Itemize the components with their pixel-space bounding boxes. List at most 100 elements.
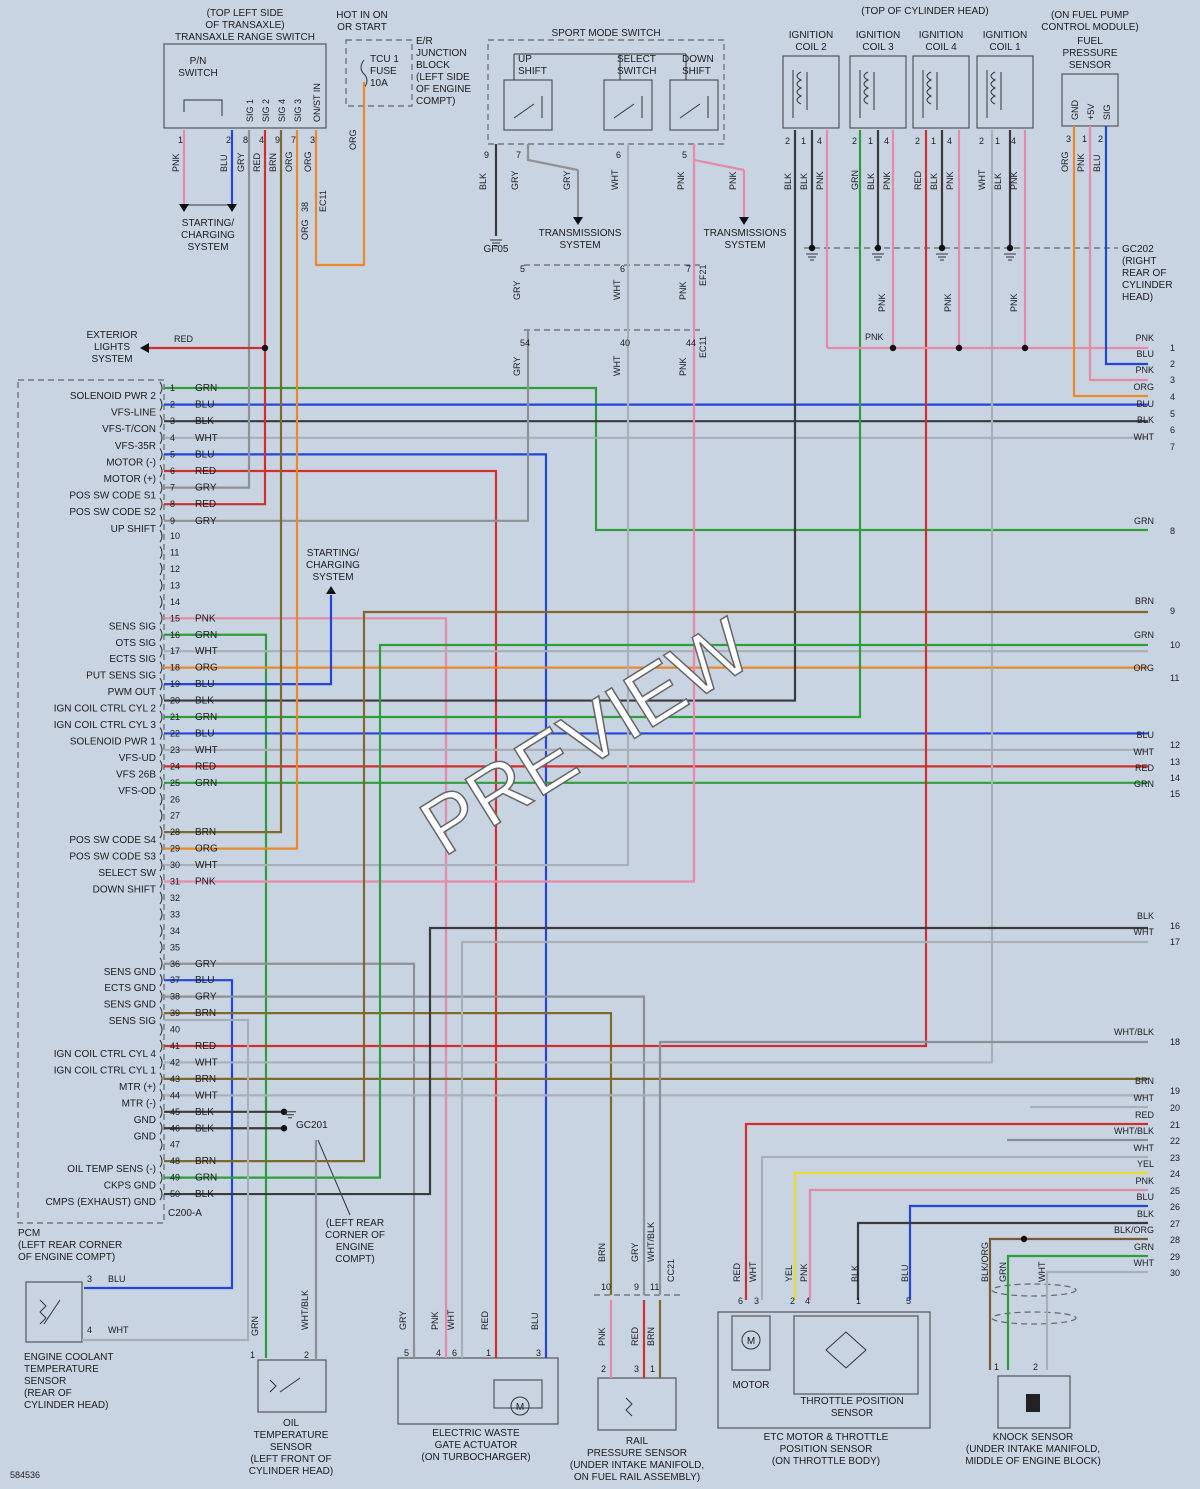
etc-wire-color: BLK [850, 1265, 860, 1282]
pin-bracket [159, 1105, 163, 1119]
knock-grn-wire [1006, 1254, 1148, 1370]
trs-pin-number: 9 [275, 135, 280, 145]
etc-pin: 5 [906, 1296, 911, 1306]
fps-pin-number: 1 [1082, 134, 1087, 144]
sport-pin-number: 5 [682, 150, 687, 160]
ef21-color: GRY [512, 281, 522, 300]
harness-wire-color: GRN [1134, 1242, 1154, 1252]
ots-wire-color: GRN [250, 1316, 260, 1336]
pcm-pin-number: 49 [170, 1173, 180, 1183]
fps-pin-name: GND [1070, 100, 1080, 121]
pcm-pin-color: RED [195, 466, 216, 477]
rps-box [597, 1377, 677, 1431]
pin-bracket [159, 562, 163, 576]
harness-wire-color: BLU [1136, 1192, 1154, 1202]
coil-pin-number: 4 [884, 136, 889, 146]
harness-pin-number: 12 [1170, 740, 1180, 750]
pcm-pin-name: VFS-OD [118, 786, 156, 797]
ects-box [25, 1281, 83, 1343]
pcm-outline [17, 379, 165, 1224]
pin-bracket [159, 973, 163, 987]
trs-signal-name: SIG 1 [245, 99, 255, 122]
pcm-pin-color: BLK [195, 1189, 214, 1200]
pcm-pin-color: WHT [195, 433, 218, 444]
coil-wire-color: WHT [977, 169, 987, 190]
rps-top-pin: 10 [601, 1282, 611, 1292]
junction-dot [261, 344, 269, 352]
pcm-pin-number: 4 [170, 433, 175, 443]
pcm-pin-name: CMPS (EXHAUST) GND [45, 1197, 156, 1208]
trs-org-label: ORG [300, 219, 310, 240]
pcm-pin-number: 6 [170, 466, 175, 476]
harness-wire-color: WHT [1134, 432, 1155, 442]
pcm-pin-name: ECTS SIG [109, 654, 156, 665]
pin-bracket [159, 710, 163, 724]
gf05-ground-icon [490, 239, 502, 247]
ots-wire-color-2: WHT/BLK [300, 1290, 310, 1330]
ground-icon [284, 1111, 296, 1119]
pin-bracket [159, 464, 163, 478]
knock-shield-icon [991, 1283, 1077, 1297]
junctions-layer [140, 204, 1029, 1243]
ewg-pin: 5 [404, 1348, 409, 1358]
pcm-title: PCM [18, 1228, 40, 1239]
pcm-pin-number: 35 [170, 942, 180, 952]
fps-wire-color: PNK [1076, 153, 1086, 172]
coil-pnk-label-v: PNK [943, 293, 953, 312]
exterior-arrow-icon [140, 343, 149, 353]
harness-pin-number: 14 [1170, 773, 1180, 783]
pcm-pin-name: MTR (+) [119, 1082, 156, 1093]
rps-top-color: GRY [630, 1243, 640, 1262]
pin-bracket [159, 809, 163, 822]
coil-pin-number: 4 [817, 136, 822, 146]
harness-wire-color: BLU [1136, 730, 1154, 740]
fps-wire-color: ORG [1060, 151, 1070, 172]
select-switch-box [603, 79, 653, 131]
pcm-pin-number: 9 [170, 516, 175, 526]
pcm-pin-number: 47 [170, 1140, 180, 1150]
coil-wire-color: RED [913, 170, 923, 190]
pcm-pin-color: BRN [195, 827, 216, 838]
harness-pin-number: 30 [1170, 1268, 1180, 1278]
gc201-label: GC201 [296, 1120, 328, 1131]
harness-wire-color: WHT [1134, 1143, 1155, 1153]
knock-box [997, 1375, 1071, 1429]
rps-bot-pin: 3 [634, 1364, 639, 1374]
pcm-pin-name: GND [134, 1115, 156, 1126]
junction-dot [874, 244, 882, 252]
pcm-pin-color: RED [195, 499, 216, 510]
ewg-wire-color: WHT [446, 1309, 456, 1330]
pcm-8-wire [164, 130, 267, 506]
sport-pin-number: 9 [484, 150, 489, 160]
pcm-pin-color: BLK [195, 1107, 214, 1118]
coils-location: (TOP OF CYLINDER HEAD) [861, 6, 988, 17]
pcm-pin-color: BLU [195, 975, 214, 986]
pin-bracket [159, 1121, 163, 1135]
switch-contact-icon [513, 96, 543, 119]
harness-wire-color: BRN [1135, 1076, 1154, 1086]
ects-wire-color: BLU [108, 1274, 126, 1284]
fps-blu-wire [1104, 126, 1148, 366]
fuse-icon [360, 59, 368, 89]
pcm-pin-color: ORG [195, 844, 218, 855]
pcm-50-wire [164, 926, 1148, 1196]
pin-bracket [159, 990, 163, 1003]
pcm-pin-color: WHT [195, 1090, 218, 1101]
starting-arrow-icon [179, 204, 189, 212]
rps-bot-color: PNK [597, 1327, 607, 1346]
harness-pin-number: 22 [1170, 1136, 1180, 1146]
ec11-color: WHT [612, 355, 622, 376]
ewg-box [397, 1357, 559, 1425]
coil-wire-color: PNK [882, 171, 892, 190]
pcm-pin-color: GRN [195, 630, 217, 641]
ots-pin: 2 [304, 1350, 309, 1360]
gc202-label: GC202 [1122, 244, 1154, 255]
pin-bracket [159, 1154, 163, 1168]
harness-pin-number: 13 [1170, 757, 1180, 767]
pcm-pin-number: 46 [170, 1123, 180, 1133]
fps-pin-name: +5V [1086, 104, 1096, 120]
